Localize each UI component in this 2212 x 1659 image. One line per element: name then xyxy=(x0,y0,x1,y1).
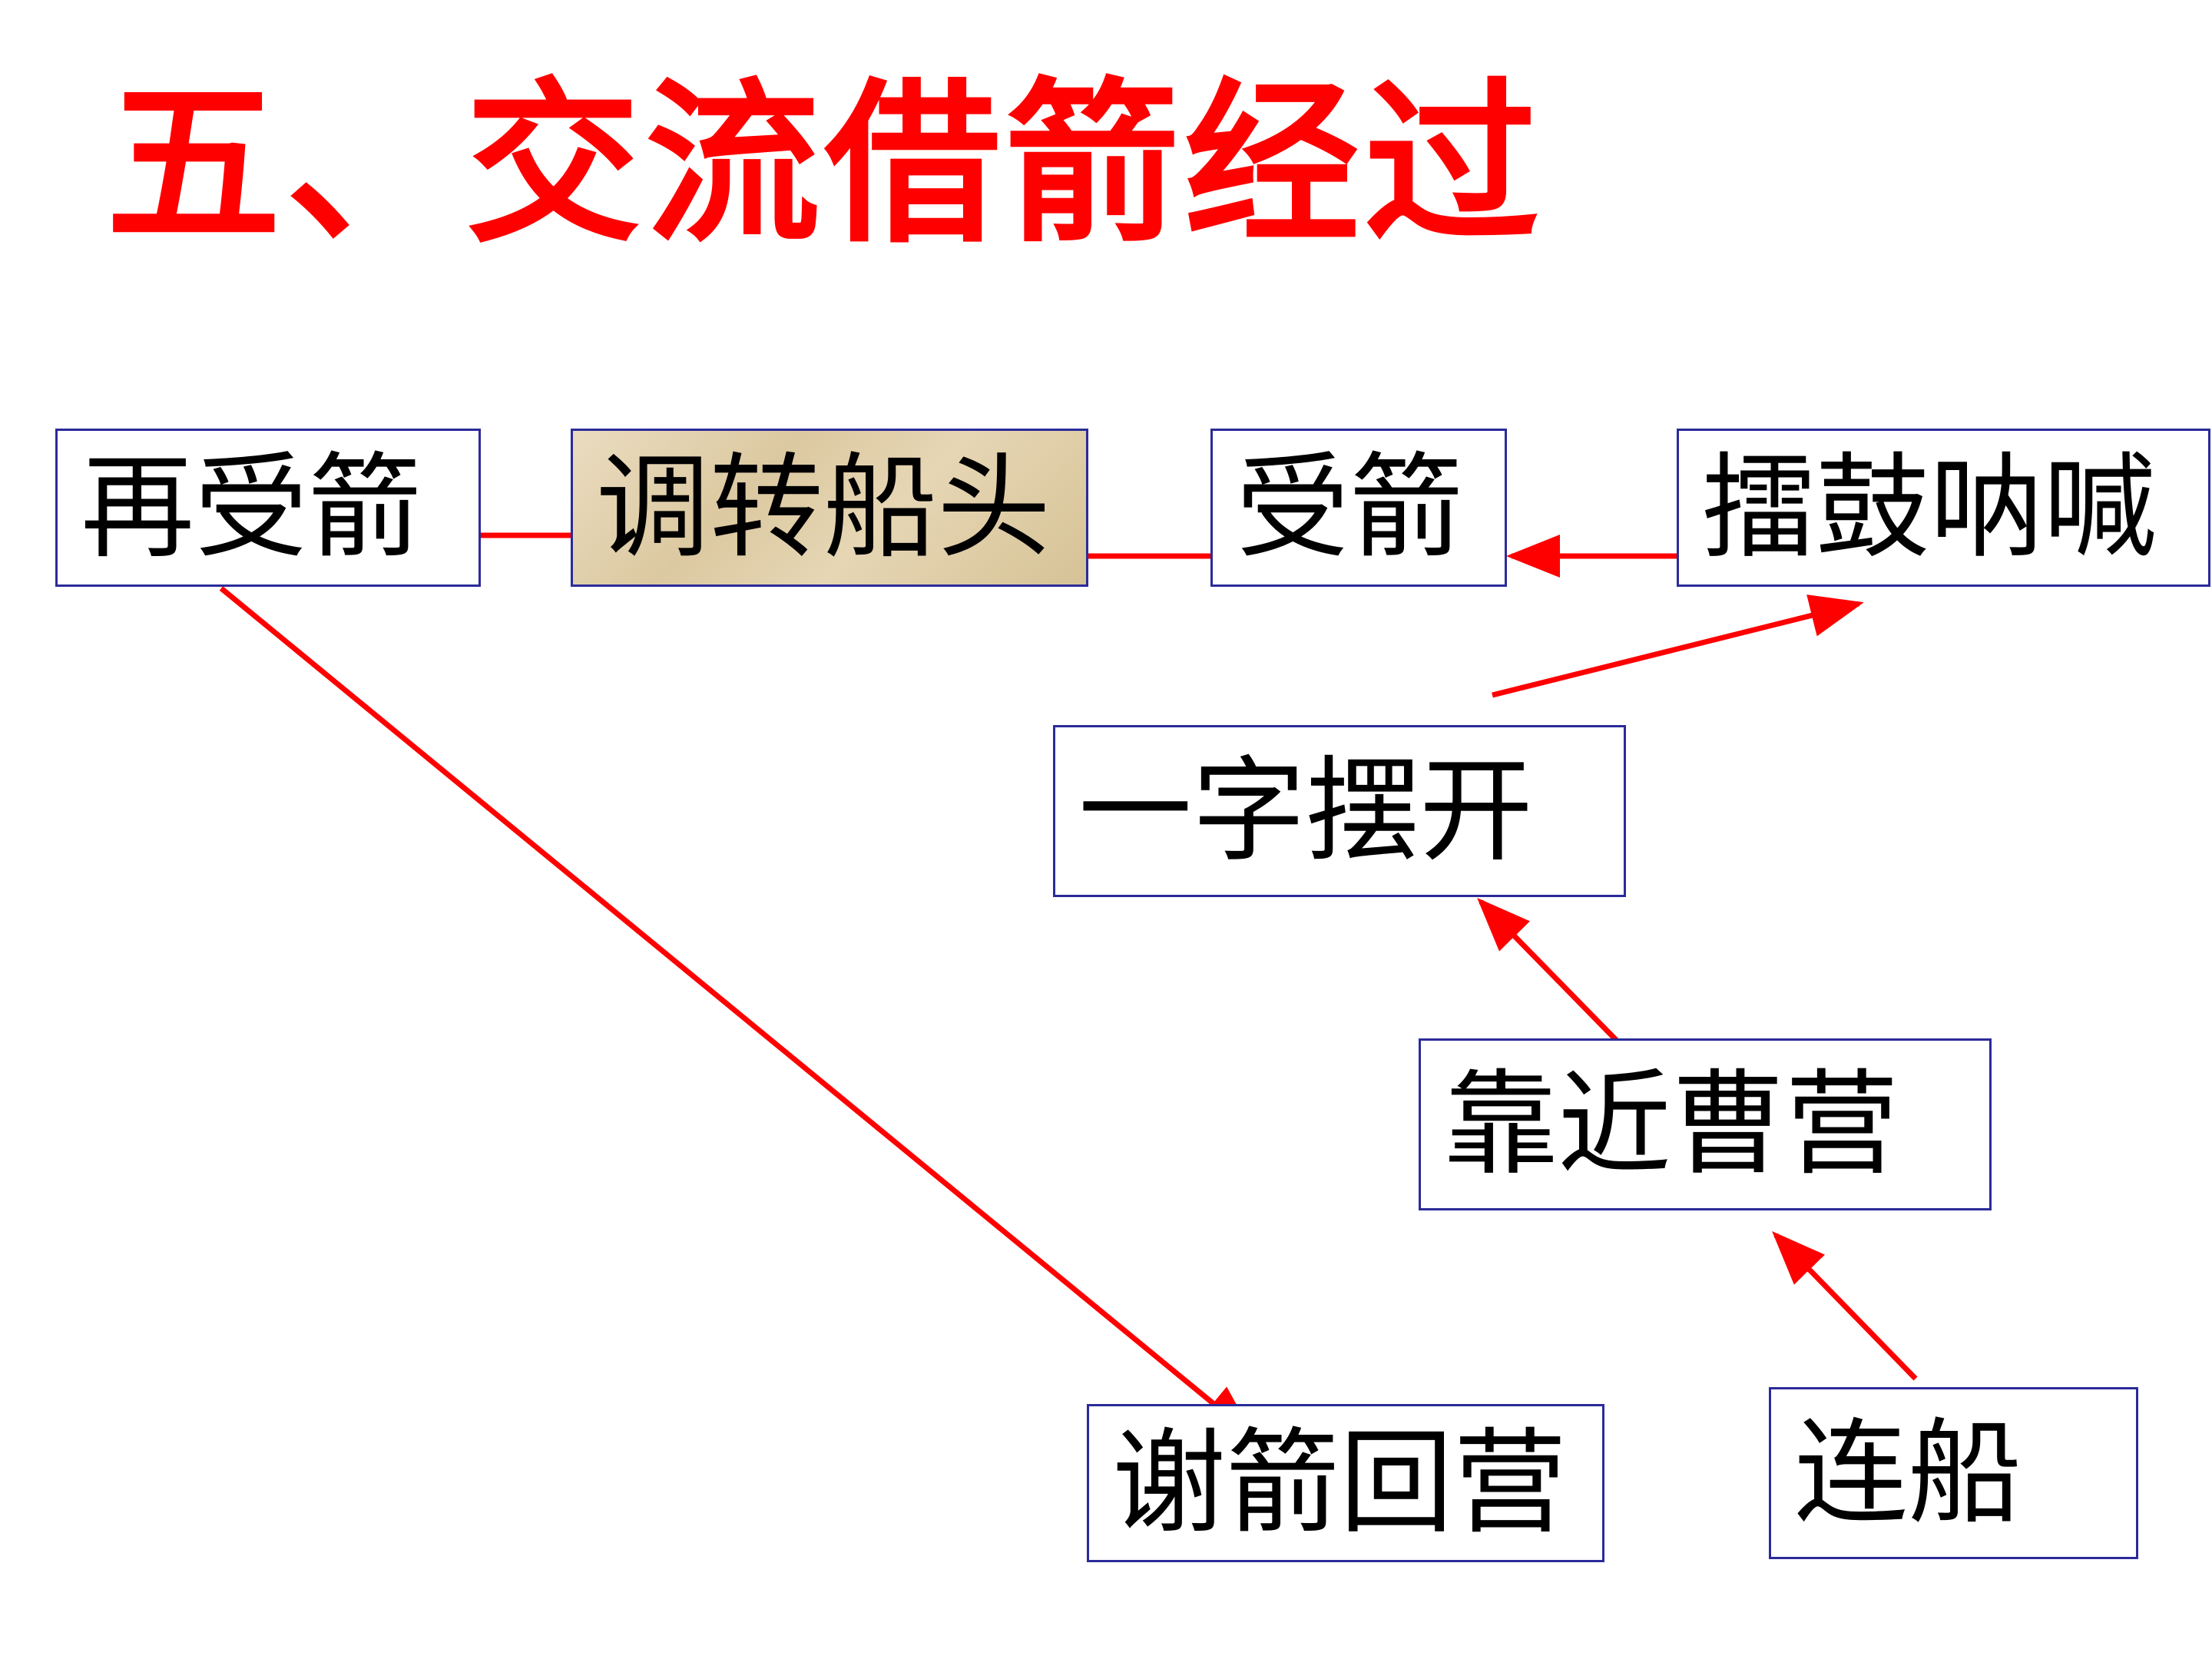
page-title: 五、交流借箭经过 xyxy=(106,62,1544,267)
node-yi-zi-bai-kai: 一字摆开 xyxy=(1053,725,1626,897)
node-label: 擂鼓呐喊 xyxy=(1702,442,2157,574)
node-label: 受箭 xyxy=(1236,442,1463,574)
arrow-lian-chuan-to-kao-jin-cao-ying xyxy=(1772,1230,1918,1381)
node-tiao-zhuan-chuan-tou: 调转船头 xyxy=(571,429,1088,587)
arrow-kao-jin-cao-ying-to-yi-zi-bai-kai xyxy=(1477,897,1623,1047)
arrow-zai-shou-jian-to-xie-jian-hui-ying xyxy=(219,586,1255,1438)
node-shou-jian: 受箭 xyxy=(1210,429,1507,587)
node-lei-gu-na-han: 擂鼓呐喊 xyxy=(1677,429,2210,587)
node-label: 调转船头 xyxy=(596,442,1051,574)
node-zai-shou-jian: 再受箭 xyxy=(55,429,481,587)
node-label: 再受箭 xyxy=(81,442,422,574)
node-lian-chuan: 连船 xyxy=(1769,1387,2138,1559)
node-kao-jin-cao-ying: 靠近曹营 xyxy=(1419,1038,1992,1210)
node-xie-jian-hui-ying: 谢箭回营 xyxy=(1087,1404,1604,1562)
node-label: 靠近曹营 xyxy=(1444,1058,1899,1190)
node-label: 谢箭回营 xyxy=(1112,1417,1567,1549)
node-label: 连船 xyxy=(1794,1407,2022,1539)
node-label: 一字摆开 xyxy=(1078,745,1533,877)
arrow-yi-zi-bai-kai-to-lei-gu-na-han xyxy=(1492,594,1864,698)
